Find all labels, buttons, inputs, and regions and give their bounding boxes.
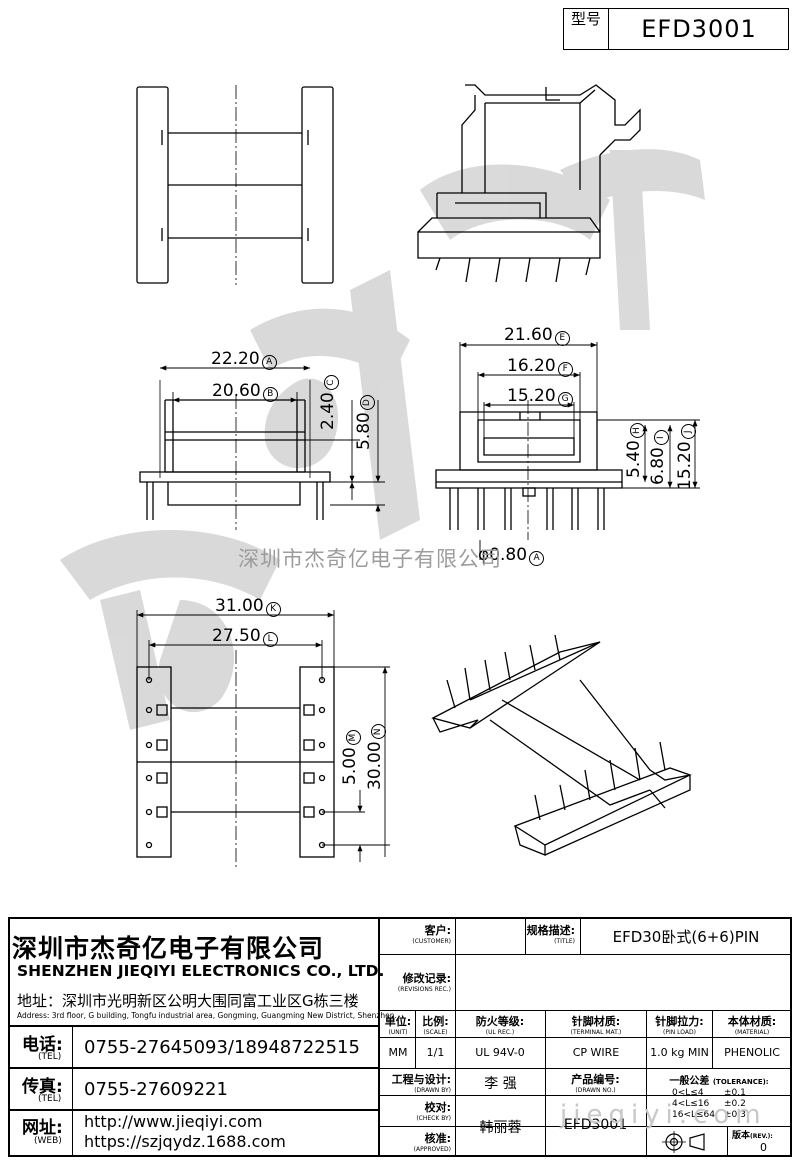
tag-i-circle: I <box>654 430 669 446</box>
revision-label: 版本(REV.): <box>732 1131 773 1141</box>
tag-m-circle: M <box>346 730 361 746</box>
tolerance-label: 一般公差 (TOLERANCE): <box>669 1076 769 1087</box>
company-name-en: SHENZHEN JIEQIYI ELECTRONICS CO., LTD. <box>17 962 385 980</box>
watermark-logo <box>60 149 705 730</box>
pinload-label: 针脚拉力:(PIN LOAD) <box>655 1015 704 1036</box>
watermark-site: jieqiyi.com <box>560 1100 767 1130</box>
revisions-label: 修改记录:(REVISIONS REC.) <box>397 972 451 993</box>
customer-label: 客户:(CUSTOMER) <box>412 924 451 945</box>
fax-label: 传真: <box>22 1077 63 1097</box>
dim-6-80: 6.80I <box>648 430 669 485</box>
tag-k-circle: K <box>265 602 281 617</box>
fax-value: 0755-27609221 <box>84 1079 228 1100</box>
ulrec-value: UL 94V-0 <box>475 1046 525 1059</box>
fax-label-en: (TEL) <box>38 1094 62 1104</box>
dim-5-80: 5.80D <box>354 395 375 450</box>
company-name-cn: 深圳市杰奇亿电子有限公司 <box>12 934 325 963</box>
isometric-view-top <box>417 84 641 283</box>
revision-value: 0 <box>760 1141 767 1154</box>
drawingno-label: 产品编号:(DRAWN NO.) <box>571 1073 620 1094</box>
model-value: EFD3001 <box>641 15 757 43</box>
tag-a-circle: A <box>261 355 277 370</box>
tag-d-circle: D <box>360 395 375 411</box>
isometric-view-bottom <box>431 634 692 856</box>
tag-h-circle: H <box>630 423 645 439</box>
check-label: 校对:(CHECK BY) <box>416 1101 451 1122</box>
dim-5-00: 5.00M <box>340 730 361 785</box>
terminal-value: CP WIRE <box>572 1046 620 1059</box>
projection-symbol-icon <box>662 1131 705 1153</box>
technical-drawing <box>60 84 705 870</box>
tag-e-circle: E <box>554 331 570 346</box>
dim-5-40: 5.40H <box>624 423 645 478</box>
drawingno-value: EFD3001 <box>563 1117 628 1133</box>
tel-label: 电话: <box>22 1035 63 1055</box>
check-value: 韩丽蓉 <box>479 1120 522 1136</box>
ulrec-label: 防火等级:(UL REC.) <box>475 1015 525 1036</box>
dim-30-00: 30.00N <box>365 724 386 790</box>
title-value: EFD30卧式(6+6)PIN <box>612 928 760 946</box>
tel-label-en: (TEL) <box>38 1052 62 1062</box>
model-box: 型号 EFD3001 <box>563 8 789 50</box>
tag-n-circle: N <box>371 724 386 740</box>
drawn-label: 工程与设计:(DRAWN BY) <box>391 1073 451 1094</box>
tag-a2-circle: A <box>529 551 545 566</box>
web-link-2[interactable]: https://szjqydz.1688.com <box>84 1132 286 1151</box>
model-label: 型号 <box>564 9 609 49</box>
approved-label: 核准:(APPROVED) <box>413 1132 451 1153</box>
tag-g-circle: G <box>557 392 573 407</box>
terminal-label: 针脚材质:(TERMINAL MAT.) <box>570 1015 622 1036</box>
scale-label: 比例:(SCALE) <box>422 1015 449 1036</box>
tel-value: 0755-27645093/18948722515 <box>84 1037 360 1058</box>
tag-f-circle: F <box>557 362 573 377</box>
watermark-company: 深圳市杰奇亿电子有限公司 <box>238 547 502 571</box>
material-label: 本体材质:(MATERIAL) <box>727 1015 777 1036</box>
tag-c-circle: C <box>324 375 339 391</box>
web-label: 网址: <box>22 1118 63 1138</box>
material-value: PHENOLIC <box>724 1046 780 1059</box>
web-link-1[interactable]: http://www.jieqiyi.com <box>84 1112 263 1131</box>
unit-label: 单位:(UNIT) <box>384 1015 412 1036</box>
company-address-en: Address: 3rd floor, G building, Tongfu i… <box>17 1011 397 1020</box>
scale-value: 1/1 <box>426 1046 445 1059</box>
company-address: 地址：深圳市光明新区公明大围同富工业区G栋三楼 <box>17 992 359 1010</box>
pinload-value: 1.0 kg MIN <box>650 1046 709 1059</box>
dim-15-20-j: 15.20J <box>675 424 696 490</box>
middle-right-view <box>435 400 623 540</box>
top-left-view <box>136 85 334 285</box>
unit-value: MM <box>388 1046 408 1059</box>
web-label-en: (WEB) <box>34 1136 62 1146</box>
title-label: 规格描述:(TITLE) <box>526 924 575 945</box>
tolerance-table: 0<L≤4±0.1 4<L≤16±0.2 16<L≤64±0.3 <box>672 1088 746 1120</box>
drawn-value: 李 强 <box>484 1076 517 1092</box>
tag-b-circle: B <box>262 387 278 402</box>
dim-2-40: 2.40C <box>318 375 339 430</box>
tag-l-circle: L <box>262 632 278 647</box>
tag-j-circle: J <box>681 424 696 440</box>
